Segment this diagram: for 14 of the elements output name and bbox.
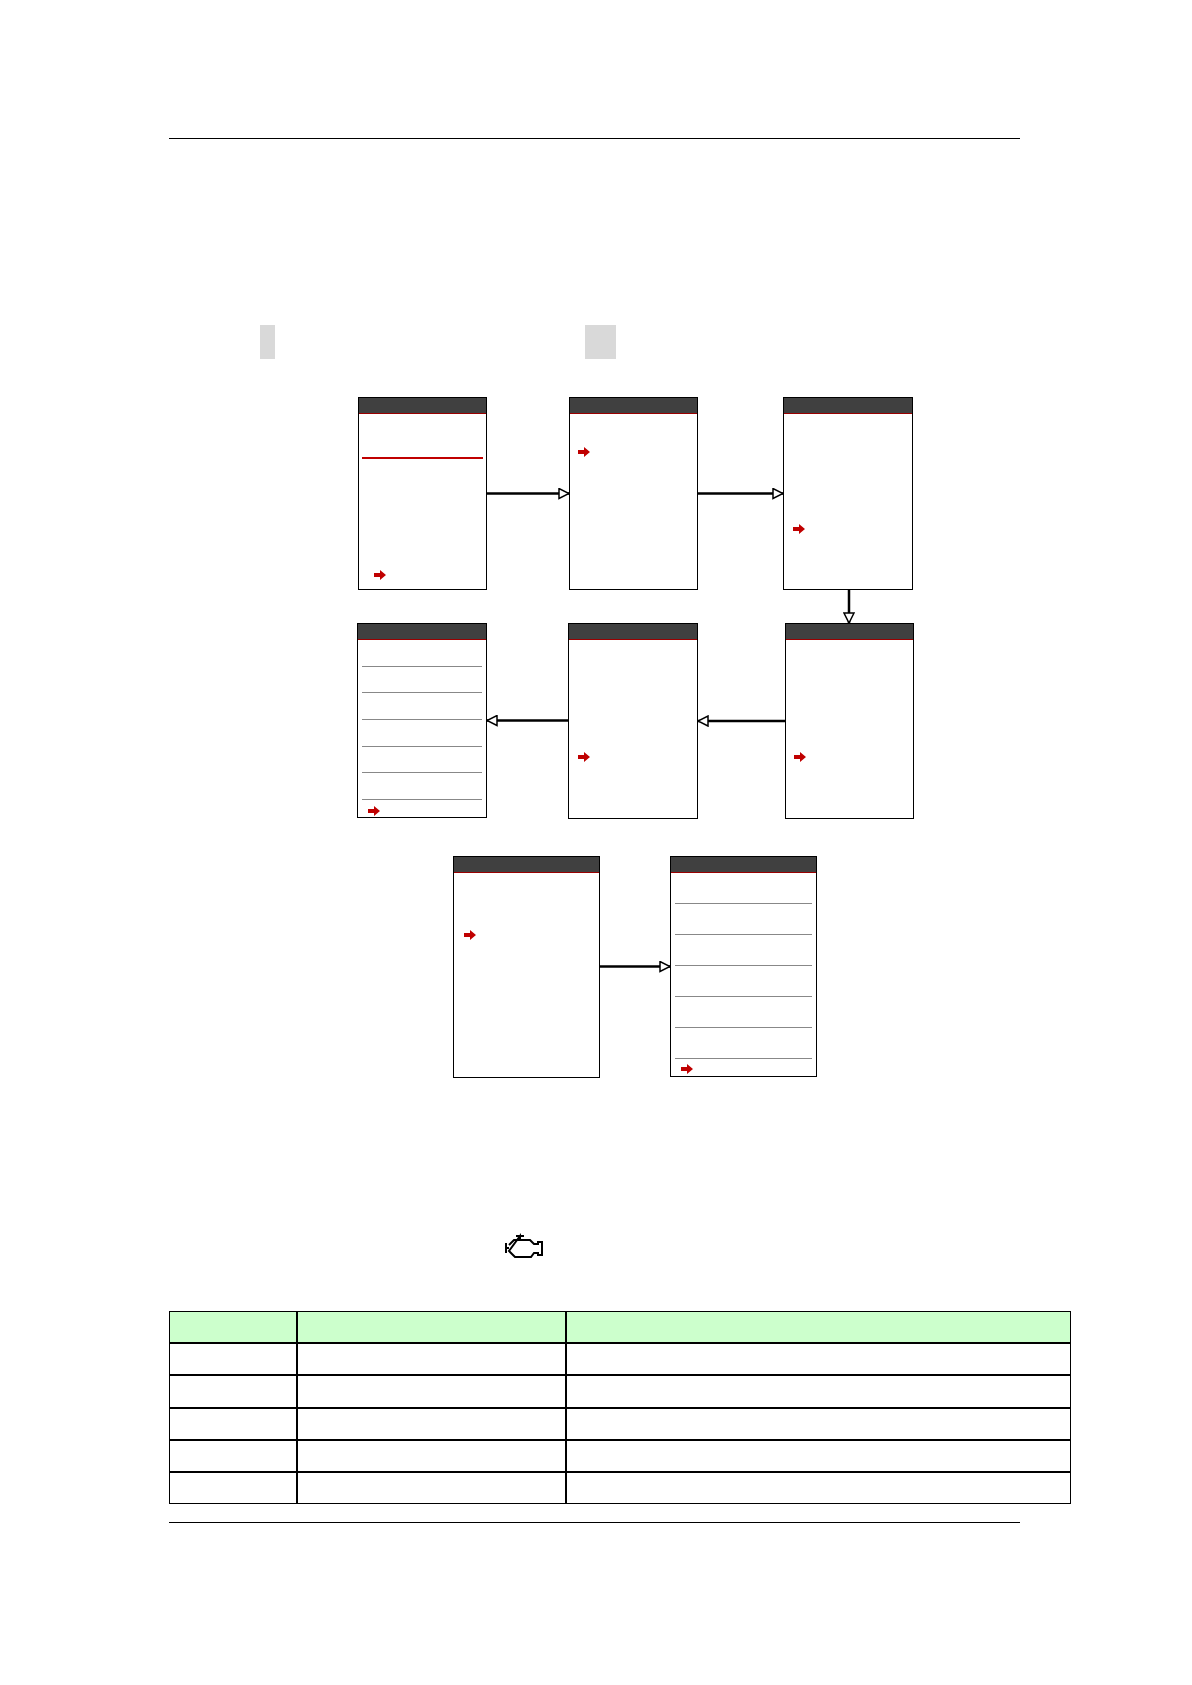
screen-mockup — [357, 623, 487, 818]
arrow — [843, 590, 855, 624]
screen-mockup — [568, 623, 698, 819]
screen-mockup — [785, 623, 914, 819]
screen-mockup — [670, 856, 817, 1077]
arrow — [698, 487, 784, 500]
arrow — [600, 960, 671, 973]
arrow — [487, 487, 570, 500]
screen-mockup — [453, 856, 600, 1078]
arrow — [486, 714, 568, 727]
screen-mockup — [783, 397, 913, 590]
arrow — [697, 715, 785, 727]
screen-mockup — [569, 397, 698, 590]
screen-mockup — [358, 397, 487, 590]
